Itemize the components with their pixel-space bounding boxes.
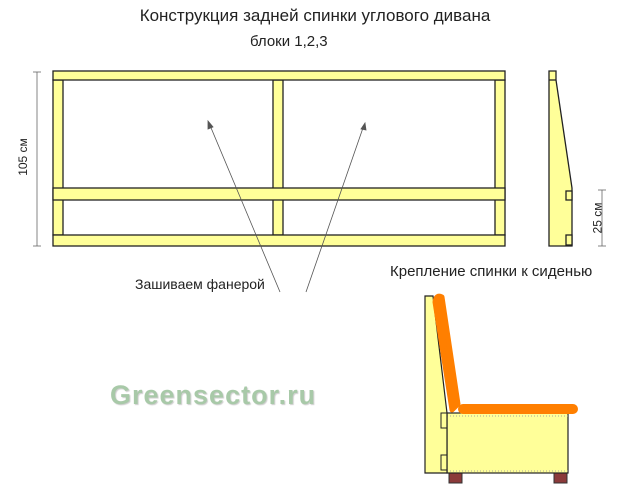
watermark: Greensector.ru xyxy=(110,380,317,410)
side-profile xyxy=(548,70,573,247)
back-frame xyxy=(52,70,506,247)
top-rail xyxy=(52,70,506,81)
bottom-rail xyxy=(52,234,506,247)
attachment-label: Крепление спинки к сиденью xyxy=(390,263,593,280)
title: Конструкция задней спинки углового диван… xyxy=(139,6,491,25)
seat-cushion xyxy=(458,404,578,414)
subtitle: блоки 1,2,3 xyxy=(250,33,328,50)
small-dimension-label: 25 см xyxy=(590,202,605,234)
plywood-label: Зашиваем фанерой xyxy=(135,276,265,292)
right-post xyxy=(494,79,506,236)
leg xyxy=(553,472,568,484)
left-post xyxy=(52,79,64,236)
back-board xyxy=(424,295,448,474)
center-post xyxy=(272,79,284,236)
height-dimension-label: 105 см xyxy=(15,138,30,176)
middle-rail xyxy=(52,187,506,201)
plywood-arrows xyxy=(207,119,367,293)
height-dimension xyxy=(33,71,606,247)
back-cushion xyxy=(432,293,461,413)
leg xyxy=(448,472,463,484)
sofa-section xyxy=(424,293,578,484)
seat-box xyxy=(446,412,569,474)
